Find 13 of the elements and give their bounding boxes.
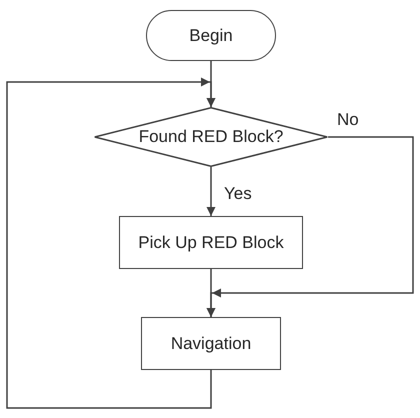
edge-label: Yes [224,184,252,204]
process-box [119,216,303,269]
step-label: Navigation [170,332,252,354]
terminal-box [146,10,276,61]
connector-arrow [206,167,216,216]
step-label: Pick Up RED Block [138,232,284,254]
step-label: Found RED Block? [138,126,284,148]
connector-arrow [6,78,216,409]
connector-arrow [206,269,216,317]
step-label: Begin [189,24,233,46]
decision-diamond [94,107,328,167]
edge-label: No [337,110,359,130]
process-box [141,317,281,370]
